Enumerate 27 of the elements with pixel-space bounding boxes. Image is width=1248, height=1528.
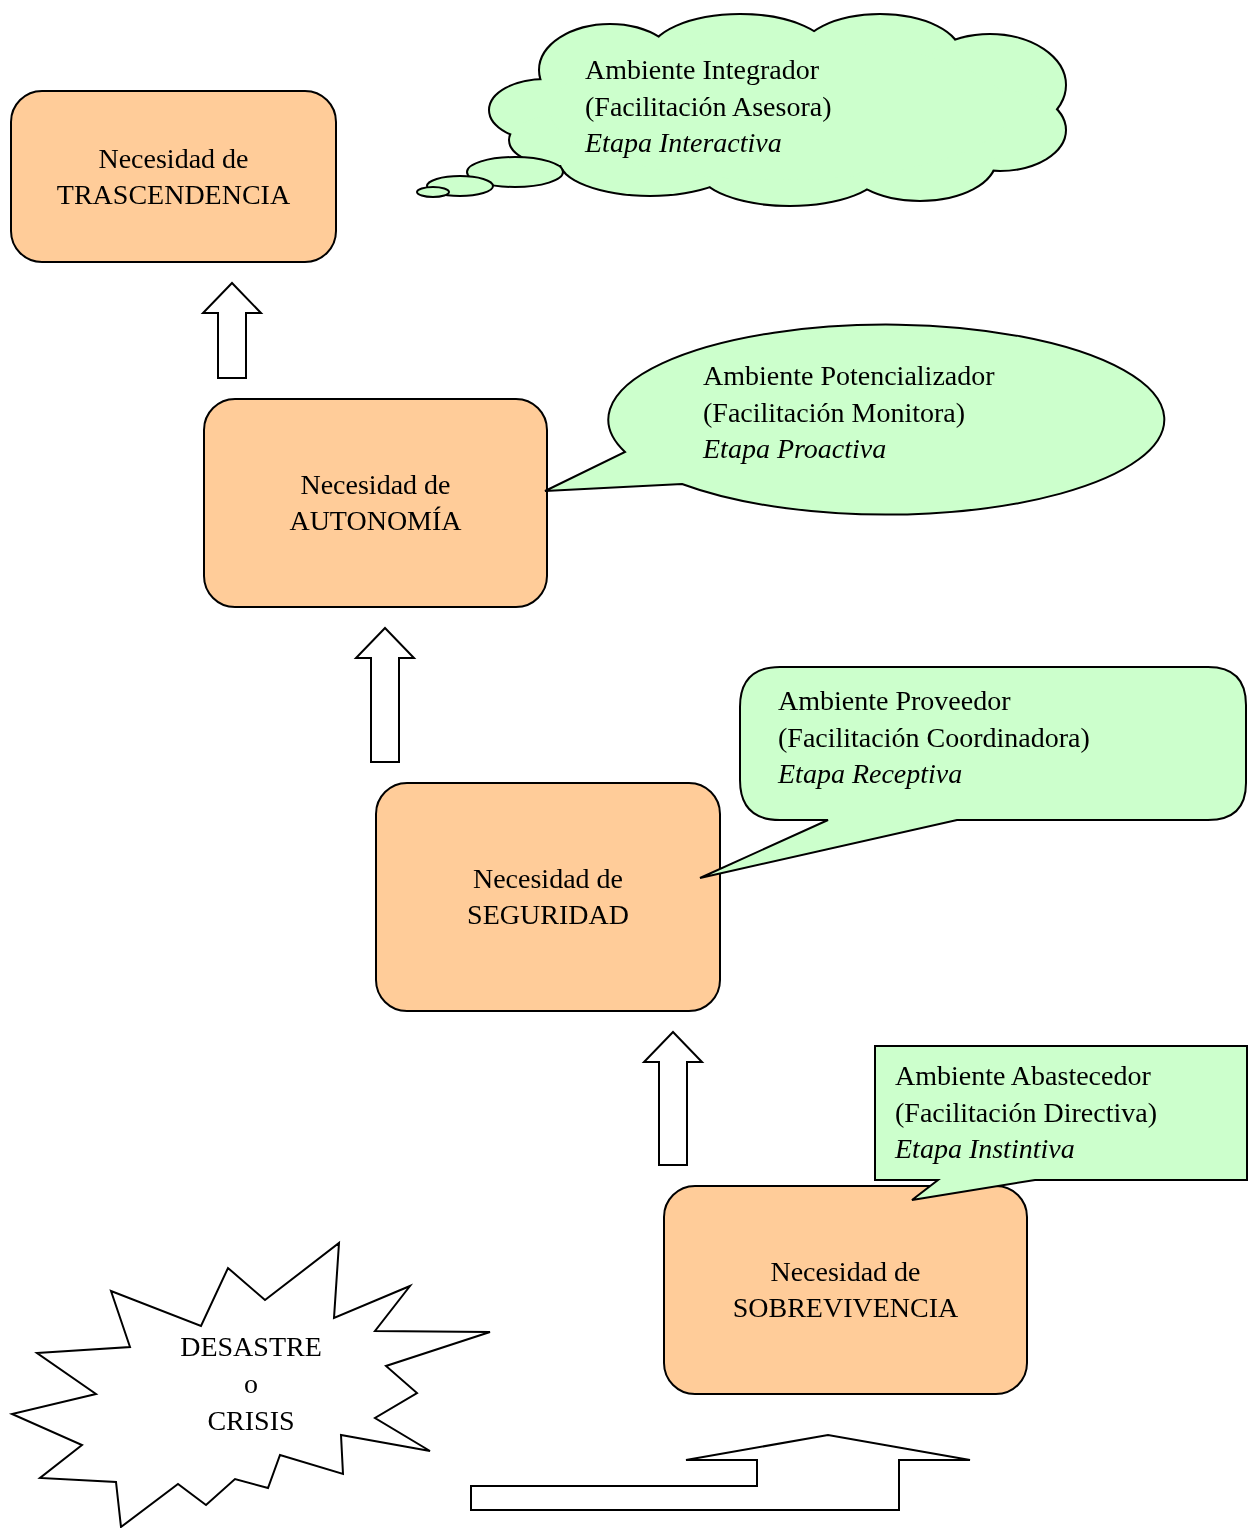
need-label: Necesidad de TRASCENDENCIA [55,141,292,212]
need-label: Necesidad de AUTONOMÍA [288,468,463,538]
need-label: Necesidad de SEGURIDAD [466,862,630,932]
crisis-label: DESASTRE [179,1330,323,1364]
callout-text: (Facilitación Directiva) [895,1095,1157,1130]
callout-text: Etapa Proactiva [703,432,888,466]
need-box [375,782,721,1012]
callout-text: Ambiente Abastecedor [895,1059,1152,1093]
callout-text: Etapa Interactiva [585,126,783,160]
need-label: Necesidad de SOBREVIVENCIA [731,1255,960,1325]
callout-text: (Facilitación Monitora) [703,395,967,430]
callout-text: (Facilitación Asesora) [585,89,832,124]
block-arrow [353,626,417,763]
block-arrow [200,281,264,379]
block-arrow [470,1434,971,1511]
need-box [203,398,548,608]
callout-text: Ambiente Potencializador [703,359,995,393]
callout-text: Etapa Instintiva [895,1132,1076,1166]
callout-text: Ambiente Integrador [585,53,821,87]
crisis-label: o [243,1367,259,1401]
callout-text: Ambiente Proveedor [778,684,1012,718]
crisis-label: CRISIS [206,1404,296,1438]
need-box [663,1185,1028,1395]
block-arrow [641,1030,705,1166]
callout-text: (Facilitación Coordinadora) [778,720,1090,755]
need-box [10,90,337,263]
callout-text: Etapa Receptiva [778,757,964,791]
